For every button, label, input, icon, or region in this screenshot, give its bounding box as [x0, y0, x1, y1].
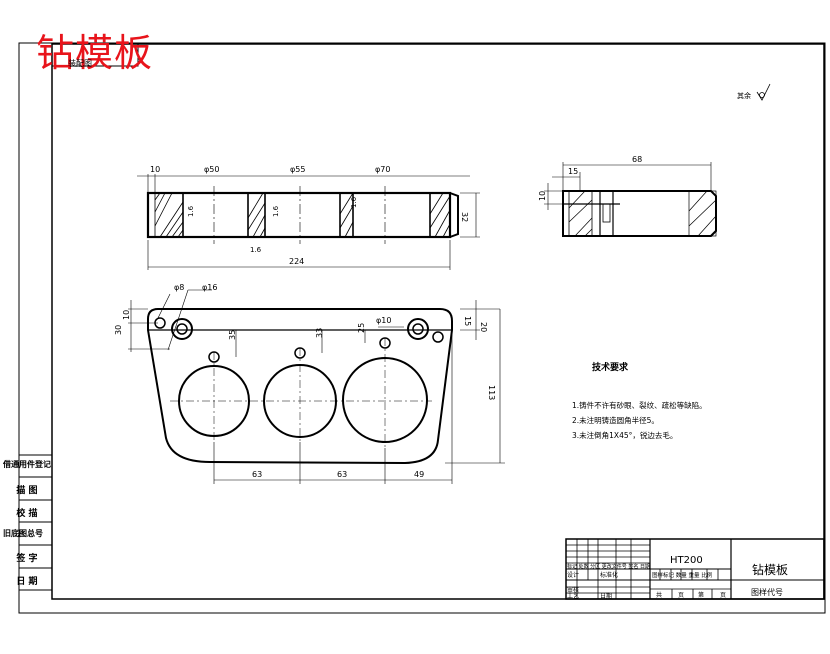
dim-front-10: 10: [150, 165, 160, 174]
outer-frame: [18, 42, 826, 614]
tb-left-design: 设计: [567, 571, 579, 579]
dim-plan-35: 35: [228, 330, 237, 340]
tb-date: 日期: [600, 592, 612, 600]
tech-req-item-3: 3.未注倒角1X45°，锐边去毛。: [572, 431, 678, 440]
side-table: [19, 454, 52, 591]
dim-plan-20: 20: [479, 322, 488, 332]
tb-sheet-1: 共: [656, 591, 662, 599]
plan-view-dims: φ8 φ16 φ10 10 30 35 33 25 15 20 113 63 6…: [114, 283, 496, 479]
dim-plan-49: 49: [414, 470, 424, 479]
tech-req-item-2: 2.未注明铸造圆角半径5。: [572, 416, 659, 425]
dim-phi16: φ16: [202, 283, 217, 292]
side-cell-date: 日 期: [16, 577, 38, 587]
title-block: [565, 538, 825, 600]
tb-standard: 标准化: [600, 571, 618, 579]
dim-side-10: 10: [538, 191, 547, 201]
roughness-3: 1.6: [350, 196, 358, 208]
roughness-2: 1.6: [272, 205, 280, 217]
tech-req-item-1: 1.铸件不许有砂眼、裂纹、疏松等缺陷。: [572, 401, 707, 410]
dim-plan-63b: 63: [337, 470, 347, 479]
tb-stage-header: 图样标记 数量 重量 比例: [652, 571, 713, 579]
top-left-box: [51, 43, 139, 67]
tb-drawing-code: 图样代号: [751, 587, 783, 597]
tb-sheet-2: 页: [678, 592, 684, 599]
dim-side-68: 68: [632, 155, 642, 164]
front-view: [137, 174, 480, 270]
tb-part-name: 钻模板: [752, 562, 788, 577]
dim-plan-63a: 63: [252, 470, 262, 479]
dim-plan-25: 25: [357, 323, 366, 333]
side-cell-sign: 签 字: [16, 554, 38, 564]
roughness-symbol: [756, 83, 771, 101]
dim-plan-15: 15: [463, 316, 472, 326]
dim-front-32: 32: [460, 212, 469, 222]
tb-left-process: 工艺: [567, 592, 579, 600]
dim-plan-33: 33: [315, 328, 324, 338]
roughness-4: 1.6: [250, 246, 262, 254]
dim-front-phi70: φ70: [375, 165, 390, 174]
side-view: [544, 162, 717, 237]
dim-plan-30: 30: [114, 325, 123, 335]
dim-front-phi50: φ50: [204, 165, 219, 174]
dim-front-phi55: φ55: [290, 165, 305, 174]
side-cell-borrow: 借通用件登记: [3, 460, 51, 469]
tb-material: HT200: [670, 555, 703, 566]
title-block-text: 标记 处数 分区 更改文件号 签名 日期 设计 审核 工艺 标准化 日期 图样标…: [567, 555, 788, 600]
plan-view: [128, 289, 505, 484]
dim-phi8: φ8: [174, 283, 184, 292]
top-left-box-label: 装配图: [68, 59, 92, 68]
tb-row-labels: 标记 处数 分区 更改文件号 签名 日期: [567, 563, 650, 570]
inner-frame: [51, 43, 825, 600]
side-view-dims: 68 15 10: [538, 155, 642, 201]
side-cell-old-number: 旧底图总号: [3, 529, 43, 538]
dim-plan-113: 113: [487, 385, 496, 400]
side-cell-check: 校 描: [16, 509, 38, 519]
surface-note: 其余: [737, 91, 751, 100]
dim-side-15: 15: [568, 167, 578, 176]
front-view-dims: 10 φ50 φ55 φ70 224 32 1.6 1.6 1.6 1.6: [150, 165, 469, 266]
dim-front-224: 224: [289, 257, 304, 266]
side-cell-trace: 描 图: [16, 486, 38, 496]
dim-phi10: φ10: [376, 316, 391, 325]
tb-sheet-3: 第: [698, 591, 704, 599]
title-overlay: 钻模板: [36, 31, 154, 75]
tb-left-review: 审核: [567, 586, 579, 594]
tb-sheet-4: 页: [720, 592, 726, 599]
dim-plan-10: 10: [122, 310, 131, 320]
roughness-1: 1.6: [187, 205, 195, 217]
tech-req-list: 1.铸件不许有砂眼、裂纹、疏松等缺陷。 2.未注明铸造圆角半径5。 3.未注倒角…: [572, 398, 707, 443]
tech-req-title: 技术要求: [592, 363, 629, 373]
